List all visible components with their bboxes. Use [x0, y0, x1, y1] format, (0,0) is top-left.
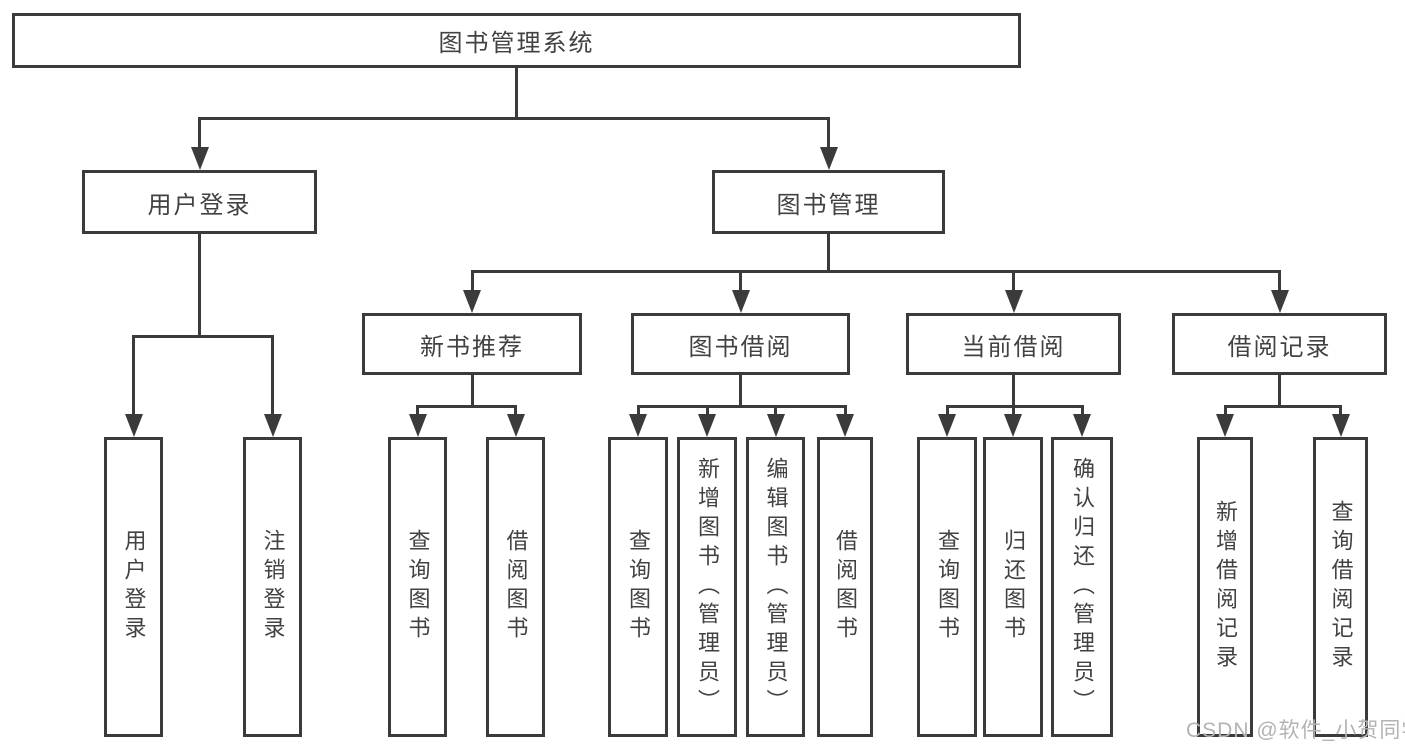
- connector-drop-leaf-edit-book-admin: [774, 406, 777, 417]
- connector-drop-leaf-return-book: [1011, 406, 1015, 417]
- node-box-leaf-confirm-return-admin: 确认归还（管理员）: [1051, 437, 1113, 737]
- connector-drop-leaf-borrow-book-1: [514, 406, 517, 417]
- node-label-user-login: 用户登录: [147, 191, 252, 219]
- node-label-borrow-records: 借阅记录: [1227, 333, 1332, 361]
- node-label-book-borrow: 图书借阅: [688, 333, 793, 361]
- node-label-current-borrow: 当前借阅: [961, 333, 1066, 361]
- node-label-leaf-query-book-1: 查询图书: [405, 529, 431, 645]
- node-box-leaf-query-book-2: 查询图书: [608, 437, 668, 737]
- arrowhead-down-icon: [766, 414, 785, 437]
- arrowhead-down-icon: [1270, 290, 1289, 313]
- connector-drop-current-borrow: [1012, 271, 1015, 293]
- arrowhead-down-icon: [731, 290, 750, 313]
- connector-bar-book-borrow: [636, 404, 847, 408]
- node-box-leaf-borrow-book-1: 借阅图书: [486, 437, 545, 737]
- node-label-leaf-logout: 注销登录: [260, 529, 286, 645]
- arrowhead-down-icon: [629, 414, 647, 437]
- node-label-leaf-borrow-book-2: 借阅图书: [833, 529, 858, 645]
- node-box-leaf-edit-book-admin: 编辑图书（管理员）: [746, 437, 805, 737]
- node-label-leaf-return-book: 归还图书: [1001, 529, 1026, 645]
- connector-bar-root: [198, 116, 830, 120]
- arrowhead-down-icon: [506, 414, 525, 437]
- node-label-leaf-add-borrow-record: 新增借阅记录: [1213, 500, 1238, 674]
- node-box-root: 图书管理系统: [12, 13, 1021, 68]
- arrowhead-down-icon: [1073, 414, 1091, 437]
- node-label-new-book-rec: 新书推荐: [420, 333, 524, 361]
- connector-drop-leaf-user-login: [132, 336, 135, 417]
- node-box-leaf-logout: 注销登录: [243, 437, 302, 737]
- connector-bar-borrow-records: [1223, 404, 1342, 408]
- arrowhead-down-icon: [836, 414, 854, 437]
- node-label-leaf-confirm-return-admin: 确认归还（管理员）: [1070, 456, 1095, 718]
- connector-drop-leaf-confirm-return-admin: [1080, 406, 1084, 417]
- connector-bar-new-book-rec: [416, 404, 517, 408]
- node-box-borrow-records: 借阅记录: [1172, 313, 1387, 375]
- arrowhead-down-icon: [263, 414, 282, 437]
- arrowhead-down-icon: [819, 147, 838, 170]
- node-box-current-borrow: 当前借阅: [906, 313, 1121, 375]
- arrowhead-down-icon: [1004, 290, 1023, 313]
- connector-drop-user-login: [198, 118, 201, 150]
- node-label-leaf-query-book-3: 查询图书: [935, 529, 960, 645]
- arrowhead-down-icon: [190, 147, 209, 170]
- node-box-new-book-rec: 新书推荐: [362, 313, 582, 375]
- connector-stem-current-borrow: [1012, 373, 1015, 408]
- node-label-leaf-borrow-book-1: 借阅图书: [503, 529, 529, 645]
- connector-drop-leaf-query-book-2: [636, 406, 640, 417]
- connector-drop-leaf-add-borrow-record: [1223, 406, 1227, 417]
- connector-drop-book-borrow: [739, 271, 742, 293]
- node-label-leaf-add-book-admin: 新增图书（管理员）: [695, 456, 720, 718]
- node-box-leaf-add-borrow-record: 新增借阅记录: [1197, 437, 1253, 737]
- connector-bar-user-login: [132, 334, 274, 338]
- node-label-leaf-query-borrow-record: 查询借阅记录: [1328, 500, 1354, 674]
- arrowhead-down-icon: [1004, 414, 1022, 437]
- arrowhead-down-icon: [463, 290, 481, 313]
- node-label-leaf-edit-book-admin: 编辑图书（管理员）: [763, 456, 789, 718]
- node-box-leaf-query-book-3: 查询图书: [917, 437, 977, 737]
- connector-drop-leaf-add-book-admin: [705, 406, 709, 417]
- connector-stem-root: [515, 66, 518, 120]
- connector-bar-book-mgmt: [470, 269, 1281, 273]
- connector-drop-borrow-records: [1278, 271, 1281, 293]
- connector-stem-user-login: [198, 232, 201, 338]
- node-box-leaf-borrow-book-2: 借阅图书: [817, 437, 873, 737]
- csdn-watermark: CSDN @软件_小贺同学: [1186, 719, 1405, 742]
- arrowhead-down-icon: [938, 414, 956, 437]
- node-box-leaf-return-book: 归还图书: [983, 437, 1043, 737]
- node-label-book-mgmt: 图书管理: [776, 191, 881, 219]
- node-box-leaf-query-book-1: 查询图书: [388, 437, 447, 737]
- arrowhead-down-icon: [1216, 414, 1234, 437]
- node-box-leaf-query-borrow-record: 查询借阅记录: [1313, 437, 1368, 737]
- arrowhead-down-icon: [408, 414, 427, 437]
- node-box-leaf-add-book-admin: 新增图书（管理员）: [677, 437, 737, 737]
- connector-drop-leaf-query-book-3: [945, 406, 949, 417]
- node-label-leaf-user-login: 用户登录: [121, 529, 147, 645]
- connector-stem-book-mgmt: [827, 232, 830, 273]
- connector-drop-leaf-query-book-1: [416, 406, 419, 417]
- node-box-book-mgmt: 图书管理: [712, 170, 945, 234]
- node-box-leaf-user-login: 用户登录: [104, 437, 163, 737]
- node-label-root: 图书管理系统: [438, 30, 595, 57]
- connector-drop-leaf-borrow-book-2: [843, 406, 847, 417]
- node-box-book-borrow: 图书借阅: [631, 313, 850, 375]
- connector-drop-leaf-logout: [271, 336, 274, 417]
- node-box-user-login: 用户登录: [82, 170, 317, 234]
- arrowhead-down-icon: [698, 414, 716, 437]
- connector-drop-book-mgmt: [827, 118, 830, 150]
- node-label-leaf-query-book-2: 查询图书: [626, 529, 651, 645]
- arrowhead-down-icon: [1331, 414, 1350, 437]
- connector-stem-borrow-records: [1278, 373, 1281, 408]
- connector-bar-current-borrow: [945, 404, 1084, 408]
- arrowhead-down-icon: [124, 414, 143, 437]
- connector-drop-leaf-query-borrow-record: [1339, 406, 1342, 417]
- connector-stem-book-borrow: [739, 373, 742, 408]
- connector-stem-new-book-rec: [470, 373, 474, 408]
- connector-drop-new-book-rec: [470, 271, 474, 293]
